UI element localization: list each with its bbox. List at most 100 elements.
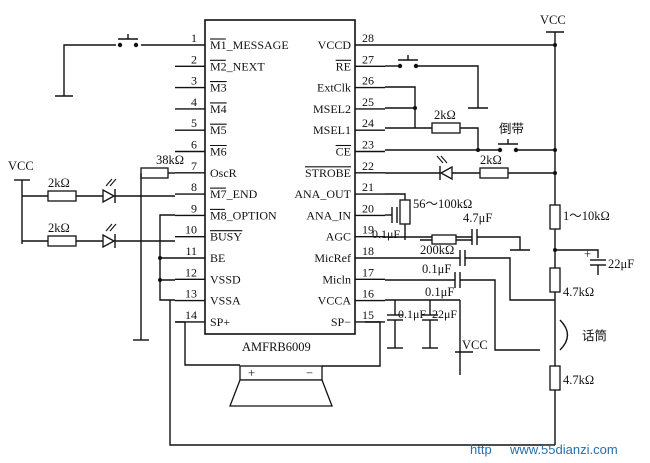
resistor-vcc-top [549,204,561,230]
chip-name: AMFRB6009 [242,340,311,354]
pin-number: 1 [191,31,197,45]
pin-number: 2 [191,52,197,66]
resistor-ce [431,122,461,134]
pin-number: 11 [185,244,197,258]
pin-number: 13 [185,287,197,301]
microphone [554,319,569,351]
pin-number: 6 [191,138,197,152]
pin-label: M4 [210,102,227,116]
wire-spplus [184,322,240,366]
wire-pin1-ground [63,44,116,96]
pin-label: M2_NEXT [210,59,265,73]
vcc-right-label: VCC [540,13,566,27]
pin-label: MicRef [314,251,351,265]
speaker-plus: + [248,366,255,380]
pin-label: ANA_IN [306,208,351,222]
pin-number: 22 [362,159,374,173]
pin-number: 25 [362,95,374,109]
pin-label: BUSY [210,230,242,244]
pin-number: 26 [362,74,374,88]
cap-vcca2-label: 22μF [432,307,457,321]
pin-label: M6 [210,145,227,159]
pin-label: SP− [331,315,351,329]
pin-label: ExtClk [317,81,351,95]
pin-label: MSEL1 [313,123,351,137]
resistor-ce-label: 2kΩ [434,108,456,122]
pin-label: M8_OPTION [210,208,277,222]
pin-label: VCCD [318,38,352,52]
wire-bottom-bus [169,300,555,446]
pin-label: VSSD [210,272,241,286]
pin-number: 16 [362,287,374,301]
pin-number: 19 [362,223,374,237]
pin-label: CE [336,145,351,159]
resistor-strobe [479,167,509,179]
pin-label: VSSA [210,294,241,308]
cap-vcca1-label: 0.1μF [398,307,426,321]
pin-number: 7 [191,159,197,173]
resistor-vcc-mid-label: 4.7kΩ [563,285,594,299]
resistor-ana-label: 56～100kΩ [413,197,472,211]
pin-number: 8 [191,180,197,194]
vcc-left-label: VCC [8,159,34,173]
pin-number: 5 [191,116,197,130]
cap-micln-label: 0.1μF [425,285,454,299]
resistor-strobe-label: 2kΩ [480,153,502,167]
watermark-prefix: http [470,442,492,457]
cap-agc-label: 4.7μF [463,211,492,225]
pin-number: 27 [362,52,374,66]
resistor-oscr [140,167,169,179]
pushbutton-ce [497,139,519,153]
pin-label: OscR [210,166,237,180]
switch-ce-label: 倒带 [499,122,524,136]
vcc-bottom-label: VCC [462,338,488,352]
watermark: www.55dianzi.com [509,442,618,457]
pin-label: AGC [326,230,351,244]
pin-label: M1_MESSAGE [210,38,289,52]
resistor-oscr-label: 38kΩ [156,153,184,167]
pin-number: 9 [191,201,197,215]
pin-number: 3 [191,74,197,88]
mic-label: 话筒 [582,328,607,343]
chip-body [204,19,356,335]
led-strobe [436,155,453,181]
resistor-vcc-top-label: 1～10kΩ [563,209,610,223]
cap-vcc-label: 22μF [608,257,634,271]
pin-number: 23 [362,138,374,152]
pin-label: MSEL2 [313,102,351,116]
resistor-led1 [47,190,77,202]
speaker-minus: − [306,366,313,380]
cap-micref-label: 0.1μF [422,262,451,276]
pin-label: M7_END [210,187,258,201]
pin-number: 21 [362,180,374,194]
resistor-led2 [47,235,77,247]
speaker: + − [229,365,333,407]
pin-number: 18 [362,244,374,258]
pin-number: 20 [362,201,374,215]
led-2 [102,223,117,249]
svg-text:+: + [584,247,591,261]
pin-label: BE [210,251,225,265]
pin-number: 24 [362,116,374,130]
